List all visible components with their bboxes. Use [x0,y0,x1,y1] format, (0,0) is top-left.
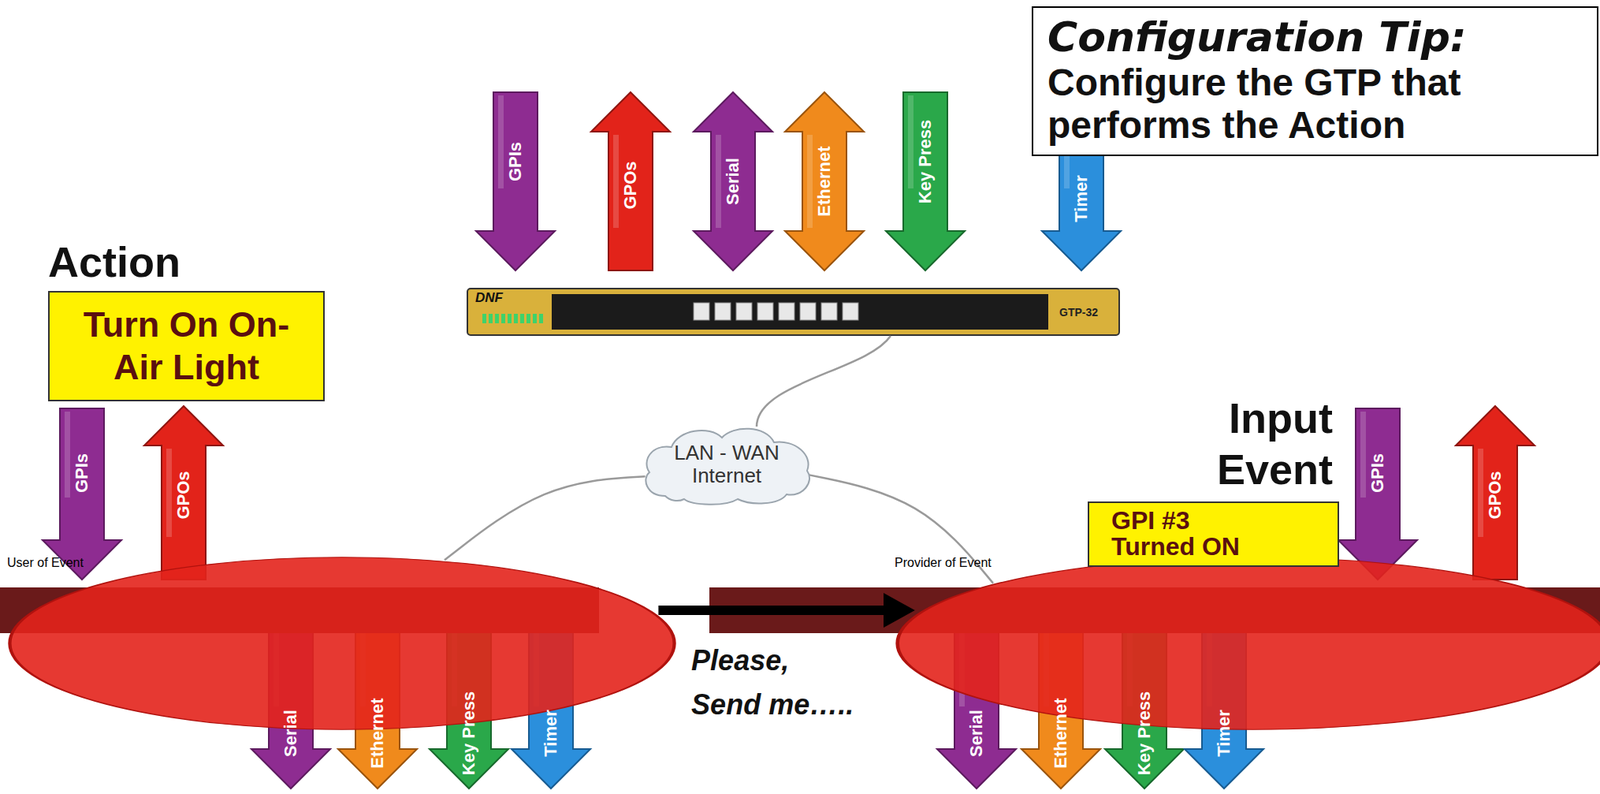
led [526,313,531,324]
led [488,313,493,324]
rack-button [714,302,731,320]
ellipse-outline [7,555,678,731]
signal-label: GPOs [621,160,640,209]
signal-label: GPIs [73,453,91,493]
signal-label: Serial [282,709,300,757]
rack-button [778,302,795,320]
callout-panel: Turn On On-Air Light [48,290,325,402]
callout-text: GPI #3 Turned ON [1111,507,1262,561]
signal-label: Key Press [916,119,934,204]
signal-label: Key Press [1135,691,1154,775]
signal-label: Ethernet [368,697,387,768]
block-arrow [885,92,965,271]
block-arrow [476,92,555,271]
callout-panel: GPI #3 Turned ON [1087,501,1340,567]
led [513,313,518,324]
signal-label: Serial [724,157,742,205]
block-arrow [144,405,224,580]
led [482,313,487,324]
callout-heading: Input Event [1175,392,1340,495]
request-arrow [658,605,891,615]
callout-box: ActionTurn On On-Air Light [48,236,325,402]
ellipse-shape [897,557,1600,730]
role-ellipse: User of Event [7,555,678,731]
rack-button [736,302,752,320]
signal-label: GPIs [506,141,525,182]
block-arrow [1338,408,1418,580]
block-arrow [42,408,122,580]
led [520,313,525,324]
signal-label: Timer [1215,709,1233,757]
led [494,313,499,324]
led [539,313,544,324]
signal-label: Timer [542,709,560,757]
gtp-32-rack [467,288,1120,335]
device-label: GTP-32 [1059,306,1098,318]
role-ellipse: Provider of Event [894,555,1600,731]
arrow-highlight [64,411,71,498]
rack-button [800,302,816,320]
rack-button [821,302,838,320]
network-link [444,476,646,560]
led [501,313,506,324]
signal-label: Serial [967,709,986,757]
callout-heading: Action [48,236,325,288]
arrow-highlight [1477,448,1484,537]
arrow-highlight [907,95,914,189]
device-label: DNF [475,290,503,305]
signal-label: Ethernet [815,145,834,216]
block-arrow [591,92,670,271]
arrow-highlight [715,134,722,228]
rack-frame [467,288,1120,335]
edge-label: Please, Send me….. [691,638,859,727]
signal-label: GPIs [1369,453,1387,493]
network-wire [756,335,891,427]
signal-label: Key Press [460,691,478,775]
rack-button [842,302,859,320]
signal-label: Timer [1072,174,1091,223]
ellipse-text: User of Event [7,555,678,570]
tip-heading: Configuration Tip: [1047,12,1583,62]
rack-face [551,293,1049,330]
ellipse-outline [894,555,1600,731]
led-strip [482,313,544,324]
arrow-highlight [166,448,172,537]
tip-box: Configuration Tip:Configure the GTP that… [1031,6,1599,157]
block-arrow [693,92,773,271]
signal-label: Ethernet [1052,697,1070,768]
tip-body: Configure the GTP that performs the Acti… [1047,61,1583,147]
arrow-highlight [1360,411,1366,498]
signal-label: GPOs [174,470,193,519]
rack-button [693,302,710,320]
cloud-shape [645,428,810,505]
cloud-text: LAN - WAN Internet [667,441,786,489]
led [532,313,537,324]
callout-box: Input EventGPI #3 Turned ON [1087,392,1340,567]
block-arrow [1455,405,1535,580]
arrow-highlight [807,134,813,228]
ellipse-shape [9,557,674,730]
arrow-highlight [613,134,619,228]
led [507,313,512,324]
signal-label: GPOs [1486,470,1504,519]
arrow-highlight [498,95,504,189]
callout-text: Turn On On-Air Light [68,303,306,389]
network-cloud: LAN - WAN Internet [640,423,814,507]
block-arrow [785,92,864,271]
rack-button [757,302,774,320]
rack-buttons [693,302,859,320]
